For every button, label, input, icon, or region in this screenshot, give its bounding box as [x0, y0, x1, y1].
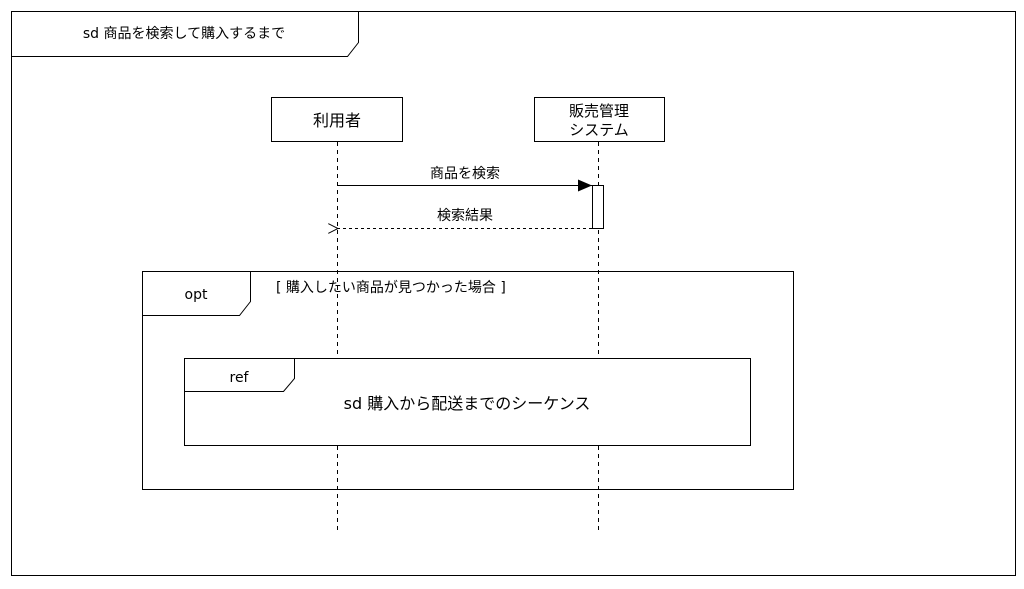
- opt-operator: opt: [185, 287, 208, 303]
- ref-fragment-tab: [184, 358, 295, 392]
- lifeline-label-system-line2: システム: [569, 121, 629, 139]
- lifeline-head-user[interactable]: [271, 97, 403, 142]
- sd-frame-title-tab: [11, 11, 359, 57]
- sd-frame: [11, 11, 1016, 576]
- opt-fragment[interactable]: [142, 271, 794, 490]
- message-label-search: 商品を検索: [430, 165, 500, 182]
- sd-frame-title: sd 商品を検索して購入するまで: [83, 25, 285, 42]
- lifeline-head-system[interactable]: [534, 97, 665, 142]
- message-label-result: 検索結果: [437, 207, 493, 224]
- ref-fragment[interactable]: [184, 358, 751, 446]
- lifeline-label-user: 利用者: [313, 111, 361, 130]
- activation-bar-system: [592, 185, 604, 229]
- ref-label: sd 購入から配送までのシーケンス: [344, 394, 591, 413]
- opt-fragment-tab: [142, 271, 251, 316]
- ref-tag: ref: [230, 370, 250, 386]
- opt-guard: [ 購入したい商品が見つかった場合 ]: [276, 280, 506, 296]
- lifeline-label-system-line1: 販売管理: [569, 102, 629, 120]
